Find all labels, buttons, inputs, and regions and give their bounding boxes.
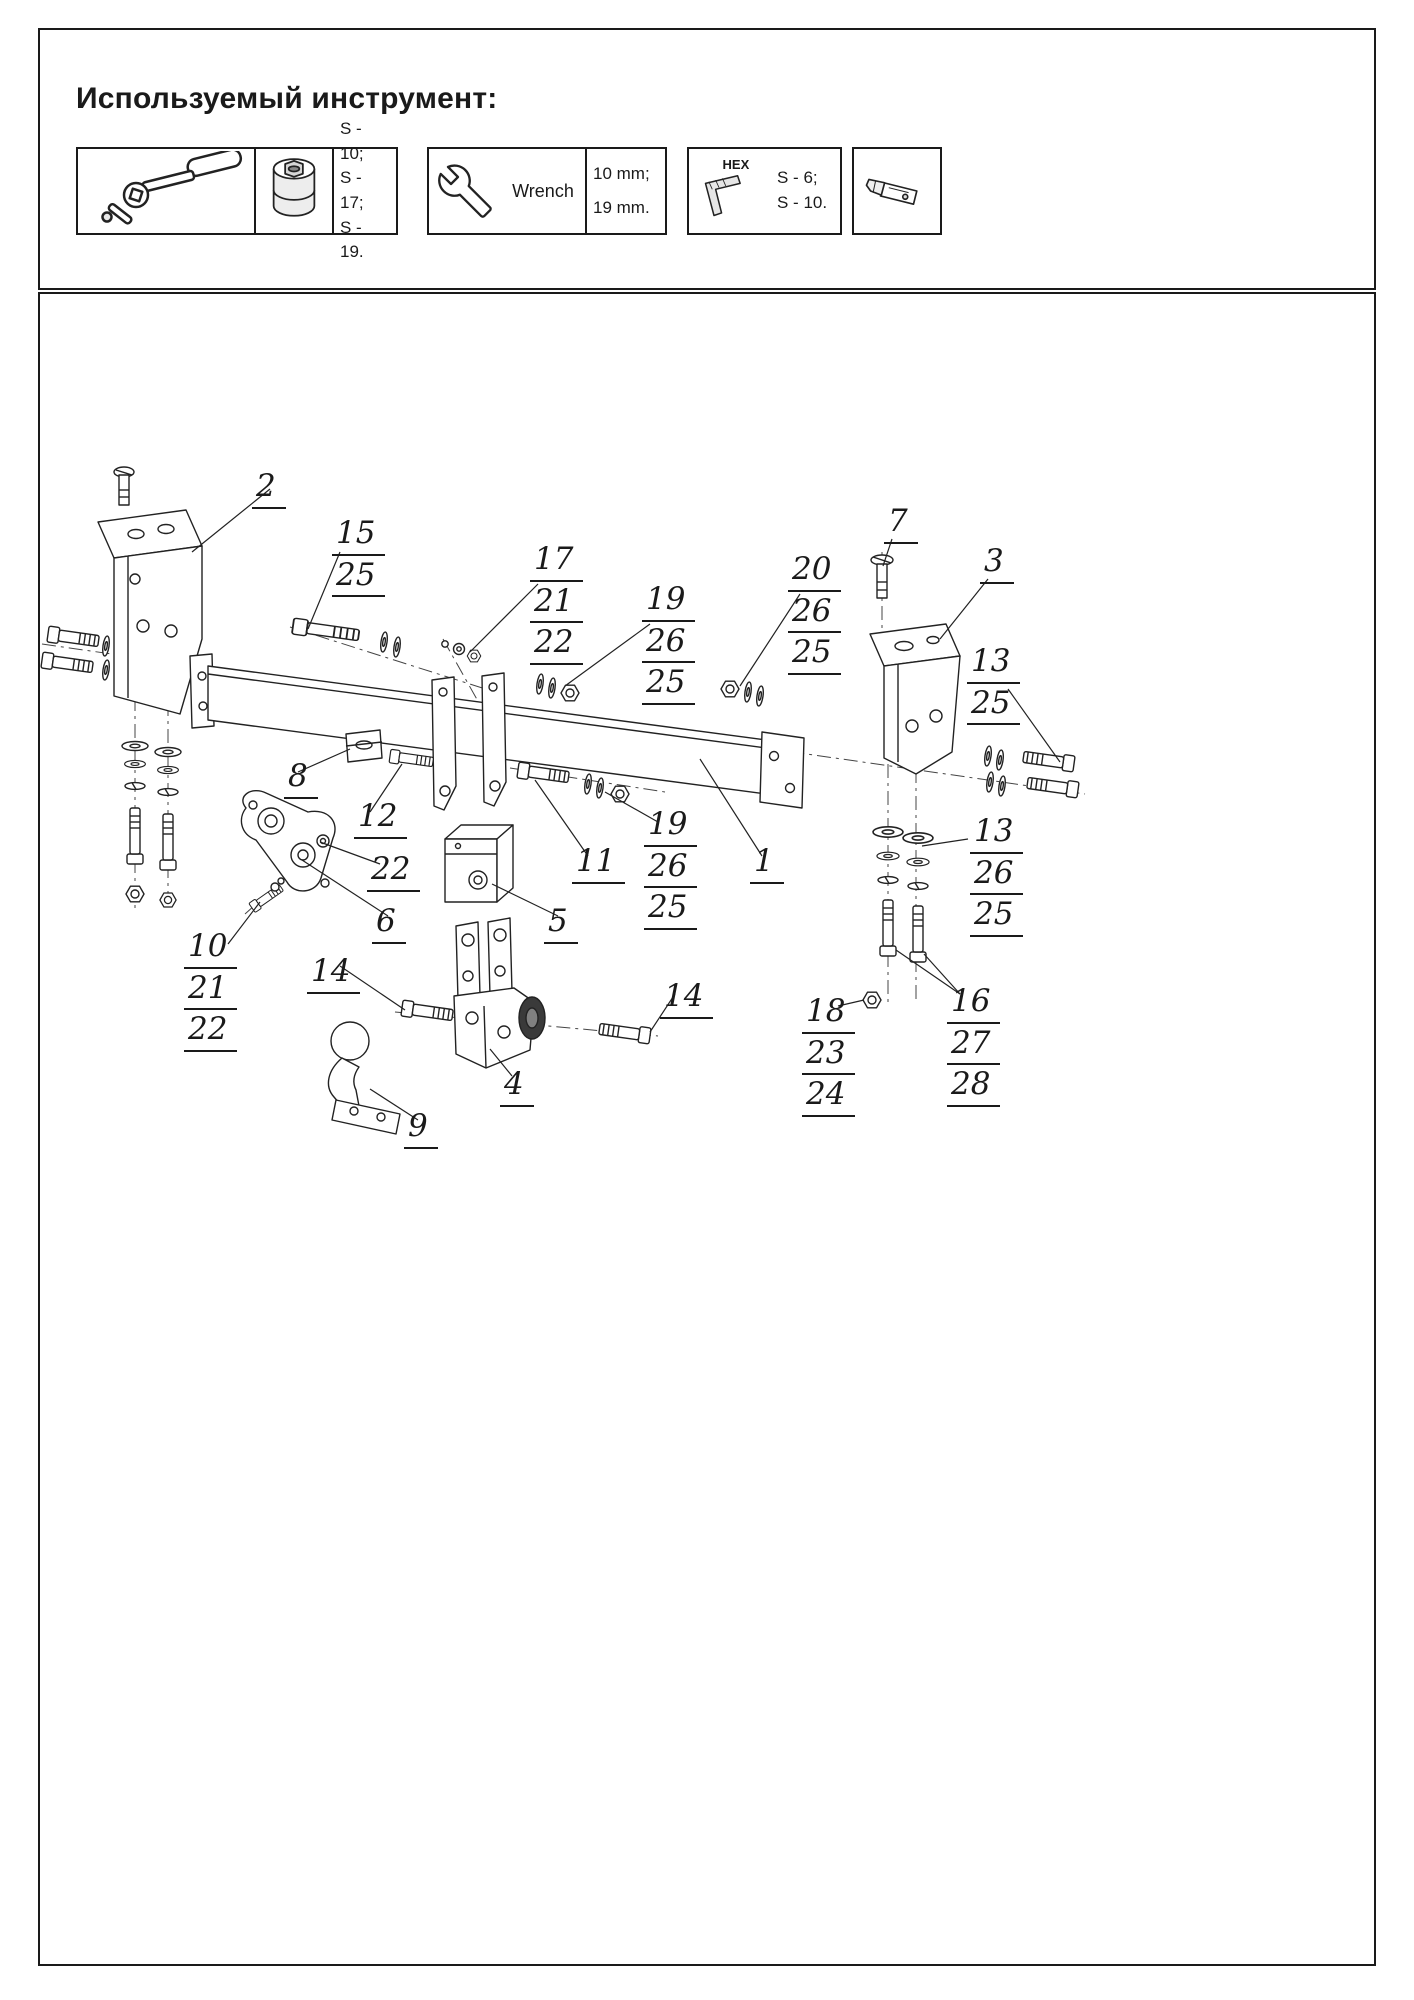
wrench-size-2: 19 mm.: [593, 198, 650, 217]
right-fastener-stack: [862, 826, 934, 1009]
hardware-20-26-25: [720, 680, 766, 708]
hex-sizes: S - 6; S - 10.: [771, 149, 840, 233]
callout-2: 2: [252, 467, 286, 509]
socket-size-3: S - 19.: [340, 217, 364, 262]
assembly-diagram: 2 15 25 17 21 22 19 26 25 20 26 25 7 3 1…: [38, 292, 1376, 1966]
bolt-12: [388, 748, 435, 770]
socket-icon: [256, 149, 334, 233]
tools-header: Используемый инструмент:: [38, 28, 1376, 290]
part-9-towball: [327, 1021, 401, 1135]
tool-group-ratchet-socket: S - 10; S - 17; S - 19.: [76, 119, 398, 261]
part-3-right-bracket: [869, 623, 961, 775]
callout-7: 7: [884, 502, 918, 544]
part-6-towing-plate: [240, 790, 336, 892]
bolt-10-group: [248, 877, 285, 914]
tool-group-wrench: Wrench 10 mm; 19 mm.: [427, 147, 667, 235]
callout-20-26-25: 20 26 25: [788, 550, 842, 676]
utility-knife-icon: [854, 149, 940, 233]
callout-16-27-28: 16 27 28: [947, 982, 1001, 1108]
part-8-clamp-bracket: [345, 729, 383, 763]
part-7-bolt: [870, 554, 894, 599]
callout-12: 12: [354, 797, 408, 839]
callout-13-25: 13 25: [967, 642, 1021, 726]
page-title: Используемый инструмент:: [76, 82, 498, 115]
callout-4: 4: [500, 1065, 534, 1107]
callout-9: 9: [404, 1107, 438, 1149]
callout-10-21-22: 10 21 22: [184, 927, 238, 1053]
hex-label: HEX: [722, 157, 750, 172]
leader-lines: [191, 488, 1061, 1121]
beam-center-tabs: [431, 672, 507, 811]
callout-13-26-25: 13 26 25: [970, 812, 1024, 938]
exploded-view-drawing: [40, 466, 1086, 1135]
wrench-size-1: 10 mm;: [593, 164, 650, 183]
wrench-sizes: 10 mm; 19 mm.: [587, 149, 665, 233]
callout-22: 22: [367, 850, 421, 892]
socket-size-1: S - 10;: [340, 119, 364, 163]
hardware-19-26-25-upper: [534, 672, 580, 702]
wrench-label: Wrench: [501, 149, 587, 233]
wrench-icon: [429, 149, 501, 233]
callout-19-26-25-upper: 19 26 25: [642, 580, 696, 706]
callout-11: 11: [572, 842, 626, 884]
callout-17-21-22: 17 21 22: [530, 540, 584, 666]
callout-15-25: 15 25: [332, 514, 386, 598]
callout-8: 8: [284, 757, 318, 799]
hex-size-2: S - 10.: [777, 193, 828, 212]
tool-group-hex: HEX S - 6; S - 10.: [687, 147, 842, 235]
hex-key-icon: HEX: [689, 149, 771, 233]
callout-1: 1: [750, 842, 784, 884]
callout-14-right: 14: [660, 977, 714, 1019]
callout-18-23-24: 18 23 24: [802, 992, 856, 1118]
callout-6: 6: [372, 902, 406, 944]
part-5-socket-box: [444, 824, 514, 903]
ratchet-icon: [78, 149, 256, 233]
callout-3: 3: [980, 542, 1014, 584]
callout-19-26-25-lower: 19 26 25: [644, 805, 698, 931]
right-bolts-13: [982, 744, 1080, 799]
part-4-ball-mount: [453, 917, 546, 1069]
socket-sizes: S - 10; S - 17; S - 19.: [334, 119, 396, 261]
socket-size-2: S - 17;: [340, 168, 364, 212]
callout-14-left: 14: [307, 952, 361, 994]
callout-5: 5: [544, 902, 578, 944]
bolt-15-group: [290, 617, 403, 659]
left-fastener-stack: [121, 740, 182, 908]
hardware-17-21-22: [441, 640, 482, 663]
hex-size-1: S - 6;: [777, 168, 818, 188]
part-2-left-bracket: [97, 466, 203, 715]
tool-group-knife: [852, 147, 942, 235]
left-bolts-washers: [40, 625, 124, 688]
